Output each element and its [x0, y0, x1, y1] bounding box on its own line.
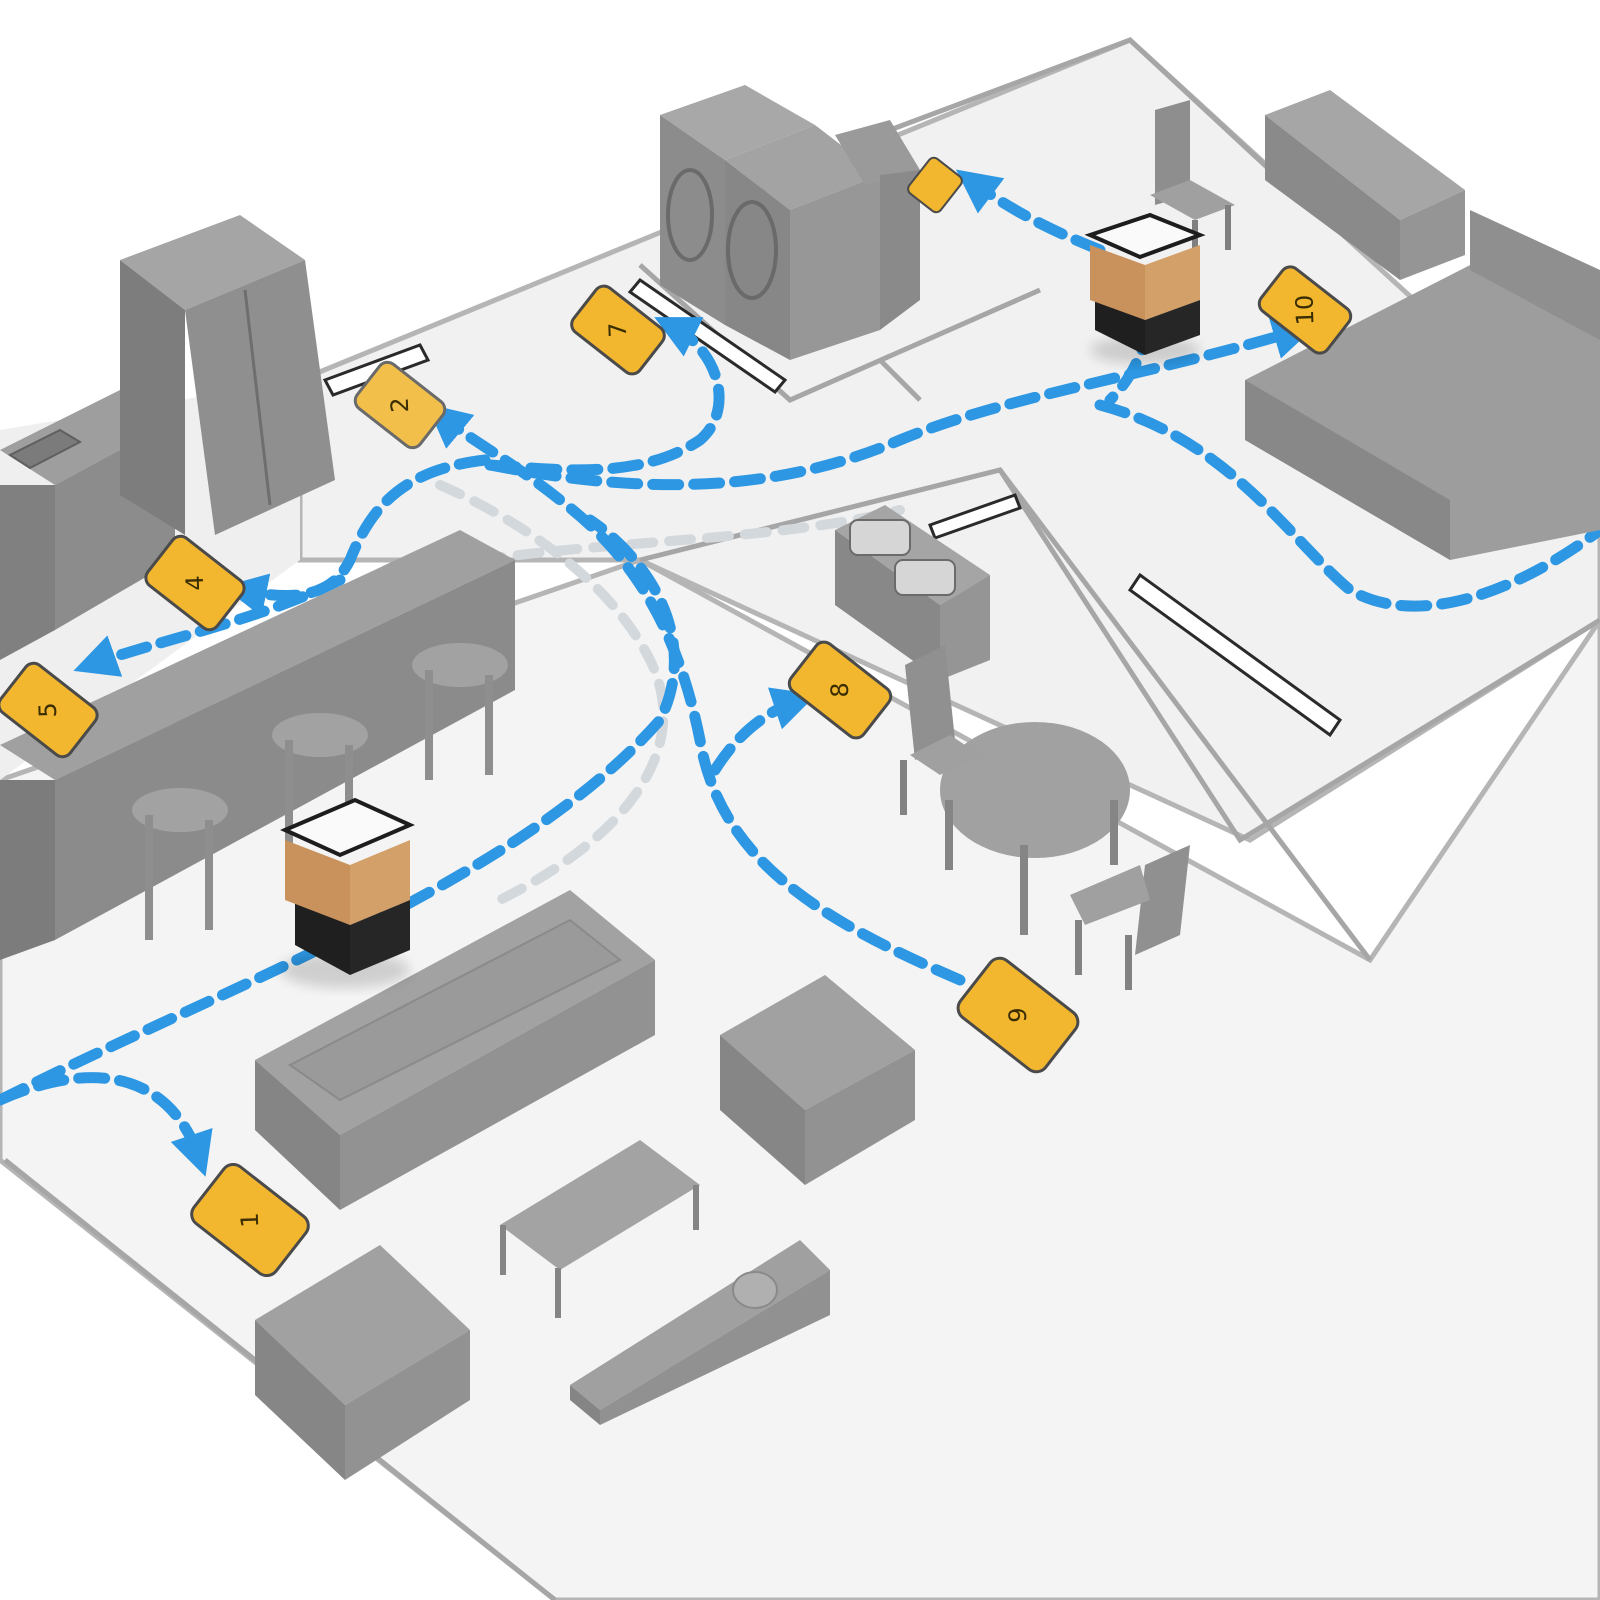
waypoint-marker-10[interactable]: 10: [1255, 263, 1354, 357]
waypoint-marker-partial: [907, 156, 963, 214]
sink: [7, 428, 83, 470]
utility-sink: [835, 120, 920, 330]
waypoint-marker-2[interactable]: 2: [351, 358, 449, 451]
waypoint-marker-8[interactable]: 8: [785, 638, 894, 742]
bar-stool: [412, 643, 508, 780]
path-main-corridor: [484, 316, 1317, 491]
waypoint-marker-1[interactable]: 1: [187, 1160, 313, 1281]
dining-table: [940, 722, 1130, 935]
dining-chair: [900, 645, 980, 815]
armchair: [720, 975, 915, 1185]
marker-label: 7: [604, 322, 633, 338]
path-to-1: [0, 1072, 213, 1177]
armchair: [255, 1245, 470, 1480]
waypoint-marker-icon: [1257, 265, 1353, 355]
marker-label: 10: [1290, 294, 1319, 326]
path-bedroom-loop: [1094, 399, 1600, 612]
waypoint-marker-5[interactable]: 5: [0, 659, 101, 760]
path-to-8: [709, 687, 817, 776]
sofa: [255, 890, 655, 1210]
bar-stools: [132, 643, 508, 940]
marker-label: 8: [826, 682, 855, 698]
marker-label: 5: [34, 702, 63, 718]
robot-icon: [280, 797, 415, 988]
bedroom-chair: [1150, 100, 1235, 265]
waypoint-marker-7[interactable]: 7: [568, 282, 669, 378]
marker-label: 2: [386, 397, 415, 413]
coffee-table: [500, 1140, 700, 1318]
dresser: [1265, 90, 1465, 280]
door-thresholds: [322, 277, 1343, 738]
bar-stool: [132, 788, 228, 940]
waypoint-marker-icon: [144, 534, 246, 632]
robot-icon: [1084, 212, 1206, 364]
waypoint-marker-icon: [353, 360, 447, 450]
path-living-to-kitchen: [0, 514, 680, 1106]
path-to-9: [955, 169, 1106, 256]
dining-chair: [1070, 845, 1190, 990]
tv-console: [570, 1240, 830, 1425]
bar-stool: [272, 713, 368, 850]
waypoint-marker-icon: [0, 661, 99, 759]
waypoint-marker-icon: [190, 1162, 310, 1278]
storage-bins: [835, 505, 990, 680]
waypoint-marker-icon: [956, 956, 1080, 1074]
path-to-4: [222, 454, 491, 617]
marker-label: 4: [181, 575, 210, 591]
dryer: [725, 125, 880, 360]
path-to-7: [484, 317, 725, 476]
refrigerator: [120, 215, 335, 535]
waypoint-marker-icon: [570, 284, 666, 376]
faded-paths: [435, 480, 905, 905]
washer: [660, 85, 815, 325]
marker-label: 1: [236, 1212, 265, 1228]
marker-label: 9: [1004, 1007, 1033, 1023]
waypoint-marker-icon: [787, 640, 893, 740]
waypoint-marker-4[interactable]: 4: [142, 532, 248, 633]
waypoint-marker-9[interactable]: 9: [953, 953, 1082, 1076]
